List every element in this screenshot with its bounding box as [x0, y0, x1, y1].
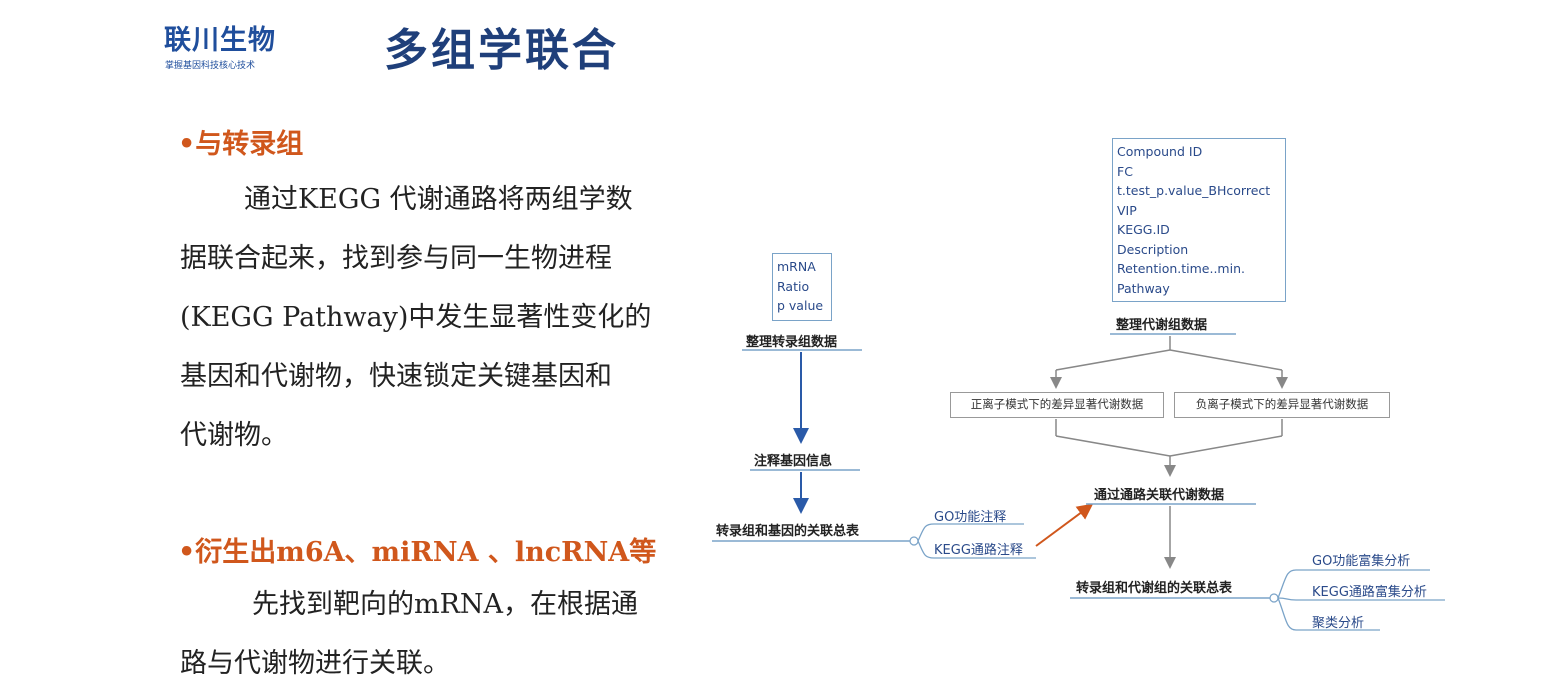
field-item: p value: [777, 298, 824, 313]
field-item: t.test_p.value_BHcorrect: [1117, 183, 1271, 198]
negative-mode-box: 负离子模式下的差异显著代谢数据: [1174, 392, 1390, 418]
section1-line: 通过KEGG 代谢通路将两组学数: [244, 184, 633, 215]
merge-left: [1055, 435, 1171, 457]
arrow-kegg-to-pathway: [1035, 503, 1094, 547]
branch-node: [909, 536, 919, 546]
section2-bullet: •衍生出m6A、miRNA 、lncRNA等: [178, 537, 657, 568]
section2-line: 路与代谢物进行关联。: [180, 648, 450, 679]
field-item: KEGG.ID: [1117, 222, 1170, 237]
kegg-annotation-label: KEGG通路注释: [934, 543, 1023, 558]
branch-enrich-go-line: [1277, 569, 1430, 599]
cluster-analysis-label: 聚类分析: [1312, 616, 1365, 631]
branch-cluster-line: [1277, 597, 1380, 631]
split-left: [1055, 349, 1171, 371]
field-item: VIP: [1117, 202, 1137, 218]
section1-line: 据联合起来，找到参与同一生物进程: [180, 243, 612, 274]
branch-kegg-line: [917, 540, 1036, 559]
transcriptome-data-label: 整理转录组数据: [746, 335, 838, 350]
branch-go-line: [917, 523, 1024, 542]
go-annotation-label: GO功能注释: [934, 510, 1007, 525]
logo: 联川生物: [164, 25, 276, 56]
field-item: Retention.time..min.: [1117, 261, 1245, 276]
annotate-gene-label: 注释基因信息: [754, 454, 833, 469]
logo-tagline: 掌握基因科技核心技术: [165, 61, 256, 71]
mrna-fields-box: mRNA Ratio p value: [772, 253, 832, 321]
slide-title: 多组学联合: [384, 25, 619, 76]
branch-enrich-kegg-line: [1277, 597, 1445, 601]
branch-node-2: [1269, 593, 1279, 603]
section1-line: 基因和代谢物，快速锁定关键基因和: [180, 361, 612, 392]
positive-mode-box: 正离子模式下的差异显著代谢数据: [950, 392, 1164, 418]
metabolome-data-label: 整理代谢组数据: [1116, 318, 1208, 333]
trans-gene-table-label: 转录组和基因的关联总表: [716, 524, 860, 539]
merge-right: [1169, 435, 1283, 457]
field-item: Compound ID: [1117, 144, 1203, 159]
field-item: Description: [1117, 241, 1189, 257]
section1-line: 代谢物。: [180, 420, 288, 451]
field-item: Pathway: [1117, 280, 1170, 296]
kegg-enrichment-label: KEGG通路富集分析: [1312, 585, 1427, 600]
section1-line: (KEGG Pathway)中发生显著性变化的: [180, 302, 652, 333]
pathway-association-label: 通过通路关联代谢数据: [1094, 488, 1225, 503]
split-right: [1169, 349, 1283, 371]
metabolome-fields-box: Compound ID FC t.test_p.value_BHcorrect …: [1112, 138, 1286, 302]
field-item: mRNA: [777, 259, 816, 274]
section2-text: 先找到靶向的mRNA，在根据通 路与代谢物进行关联。: [180, 575, 720, 693]
field-item: Ratio: [777, 278, 810, 294]
section1-bullet: •与转录组: [178, 129, 304, 160]
section1-text: 通过KEGG 代谢通路将两组学数 据联合起来，找到参与同一生物进程 (KEGG …: [180, 170, 720, 465]
section2-line: 先找到靶向的mRNA，在根据通: [252, 589, 639, 620]
field-item: FC: [1117, 163, 1133, 179]
go-enrichment-label: GO功能富集分析: [1312, 554, 1411, 569]
trans-metab-table-label: 转录组和代谢组的关联总表: [1076, 581, 1233, 596]
